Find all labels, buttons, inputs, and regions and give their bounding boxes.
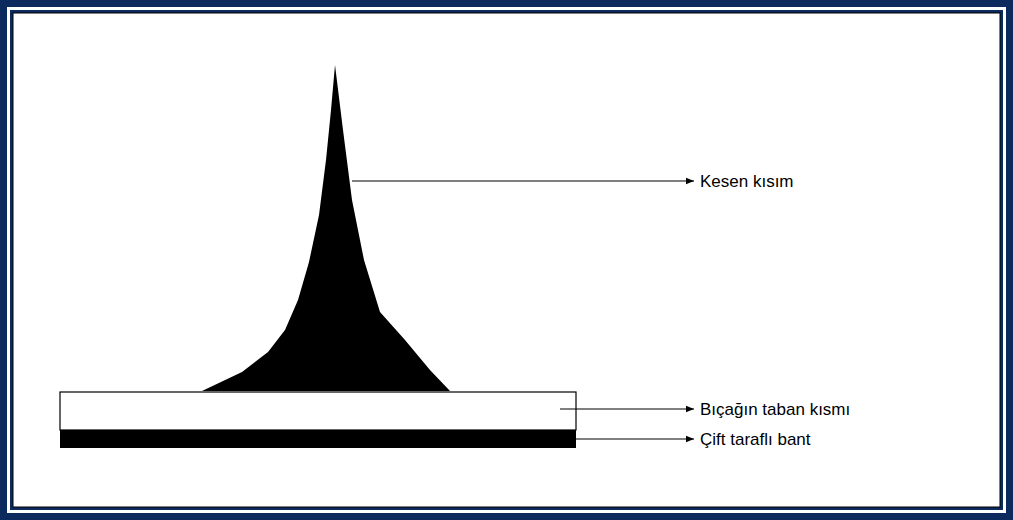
leader-line — [576, 438, 694, 439]
frame-gap — [7, 7, 1006, 513]
cutting-part — [202, 65, 450, 391]
double-sided-tape — [60, 430, 576, 448]
panel — [13, 13, 1000, 507]
part-label: Bıçağın taban kısmı — [700, 401, 850, 418]
part-label: Kesen kısım — [700, 173, 794, 190]
inner-frame — [10, 10, 1003, 510]
leader-line — [560, 408, 694, 409]
leader-line — [352, 180, 694, 181]
blade-base — [60, 392, 576, 430]
part-label: Çift taraflı bant — [700, 431, 811, 448]
